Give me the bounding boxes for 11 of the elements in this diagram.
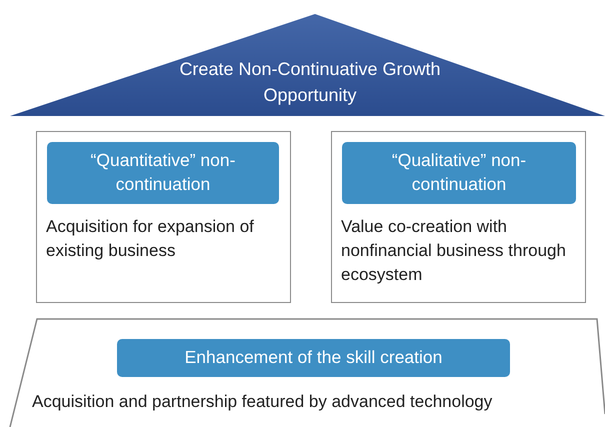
pillar-panel <box>36 131 291 303</box>
base-trapezoid <box>8 318 605 427</box>
pillar-description: Acquisition for expansion of existing business <box>46 216 255 262</box>
base-description: Acquisition and partnership featured by advanced technology <box>32 391 494 413</box>
pillar-description: Value co-creation with nonfinancial business through ecosystem <box>341 216 566 286</box>
heading-label: “Qualitative” non-continuation <box>342 142 576 204</box>
roof-title: Create Non-Continuative Growth Opportunity <box>178 58 442 108</box>
heading-label: Enhancement of the skill creation <box>117 339 510 377</box>
pillar-panel <box>331 131 586 303</box>
roof-triangle <box>10 14 605 116</box>
heading-label: “Quantitative” non-continuation <box>47 142 279 204</box>
